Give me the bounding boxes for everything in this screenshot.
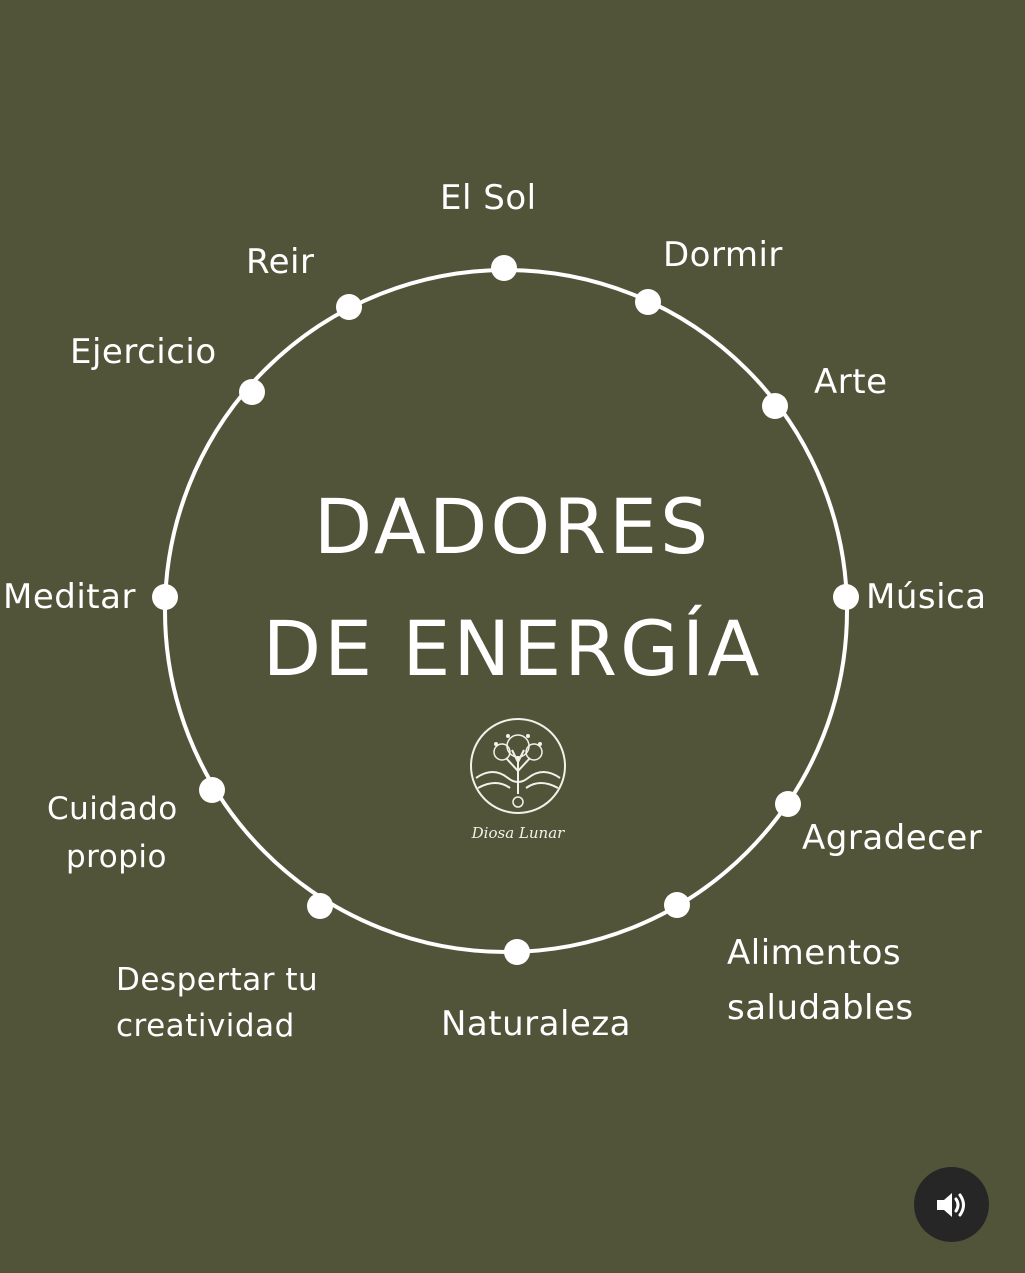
label-cuidado-line-1: Cuidado <box>47 791 178 827</box>
label-cuidado-line-2: propio <box>66 839 167 875</box>
label-meditar: Meditar <box>3 577 136 617</box>
node-dot <box>199 777 225 803</box>
tree-of-life-icon <box>470 718 566 814</box>
label-agradecer: Agradecer <box>802 818 983 858</box>
label-musica: Música <box>866 577 987 617</box>
label-arte: Arte <box>814 362 888 402</box>
label-reir: Reir <box>246 242 315 282</box>
node-dot <box>336 294 362 320</box>
node-dot <box>307 893 333 919</box>
node-dot <box>491 255 517 281</box>
label-ejercicio: Ejercicio <box>70 332 217 372</box>
node-dot <box>239 379 265 405</box>
label-despertar-line-1: Despertar tu <box>116 962 319 998</box>
label-dormir: Dormir <box>663 235 783 275</box>
node-dot <box>775 791 801 817</box>
node-dot <box>762 393 788 419</box>
node-dot <box>664 892 690 918</box>
node-dot <box>152 584 178 610</box>
brand-text: Diosa Lunar <box>471 824 565 842</box>
node-dot <box>504 939 530 965</box>
label-naturaleza: Naturaleza <box>441 1004 632 1044</box>
label-alimentos-line-2: saludables <box>727 988 914 1028</box>
title-line-2: DE ENERGÍA <box>262 604 763 693</box>
label-despertar-line-2: creatividad <box>116 1008 295 1044</box>
label-el-sol: El Sol <box>440 178 537 218</box>
node-dot <box>635 289 661 315</box>
node-dot <box>833 584 859 610</box>
speaker-icon <box>936 1192 965 1217</box>
label-alimentos-line-1: Alimentos <box>727 933 902 973</box>
title-line-1: DADORES <box>313 482 712 571</box>
sound-button[interactable] <box>914 1167 989 1242</box>
